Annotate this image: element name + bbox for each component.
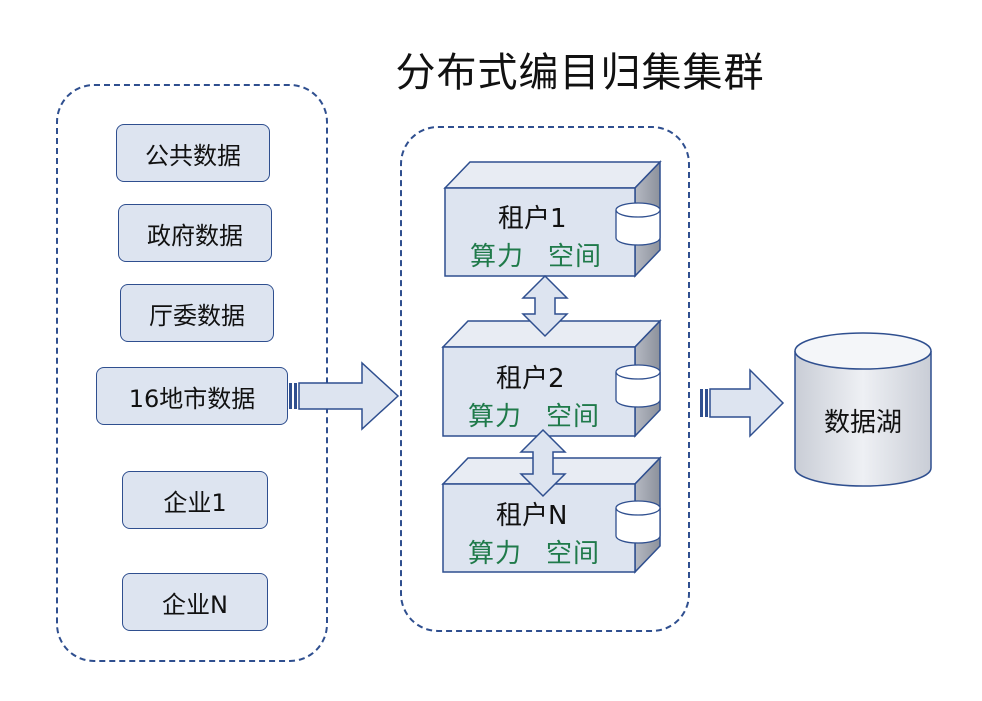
cluster-group	[400, 126, 690, 632]
tenant-compute: 算力	[468, 539, 523, 569]
source-box: 企业1	[122, 471, 268, 529]
source-box: 公共数据	[116, 124, 270, 182]
tenant-space: 空间	[546, 402, 601, 432]
source-box: 16地市数据	[96, 367, 288, 425]
diagram-title: 分布式编目归集集群	[395, 50, 765, 96]
tenant-box-n	[441, 456, 662, 574]
source-label: 企业1	[163, 488, 227, 517]
tenant-name: 租户2	[496, 364, 565, 394]
source-label: 政府数据	[147, 221, 243, 250]
source-label: 公共数据	[145, 141, 241, 170]
database-icon	[615, 202, 661, 246]
arrow-cluster-to-lake	[700, 368, 785, 438]
tenant-space: 空间	[546, 539, 601, 569]
source-label: 厅委数据	[149, 301, 245, 330]
tenant-box-1	[443, 160, 662, 278]
source-label: 16地市数据	[128, 384, 256, 413]
tenant-name: 租户N	[496, 501, 568, 531]
sources-group	[56, 84, 328, 662]
tenant-compute: 算力	[468, 402, 523, 432]
arrow-sources-to-cluster	[289, 361, 400, 431]
source-box: 政府数据	[118, 204, 272, 262]
double-arrow-1-2	[521, 274, 569, 338]
source-box: 厅委数据	[120, 284, 274, 342]
source-label: 企业N	[162, 590, 228, 619]
tenant-compute: 算力	[470, 242, 525, 272]
tenant-name: 租户1	[498, 204, 567, 234]
tenant-space: 空间	[548, 242, 603, 272]
database-icon	[615, 364, 661, 408]
source-box: 企业N	[122, 573, 268, 631]
database-icon	[615, 500, 661, 544]
double-arrow-2-n	[519, 428, 567, 498]
data-lake-cylinder	[794, 332, 932, 487]
data-lake-label: 数据湖	[824, 408, 903, 438]
